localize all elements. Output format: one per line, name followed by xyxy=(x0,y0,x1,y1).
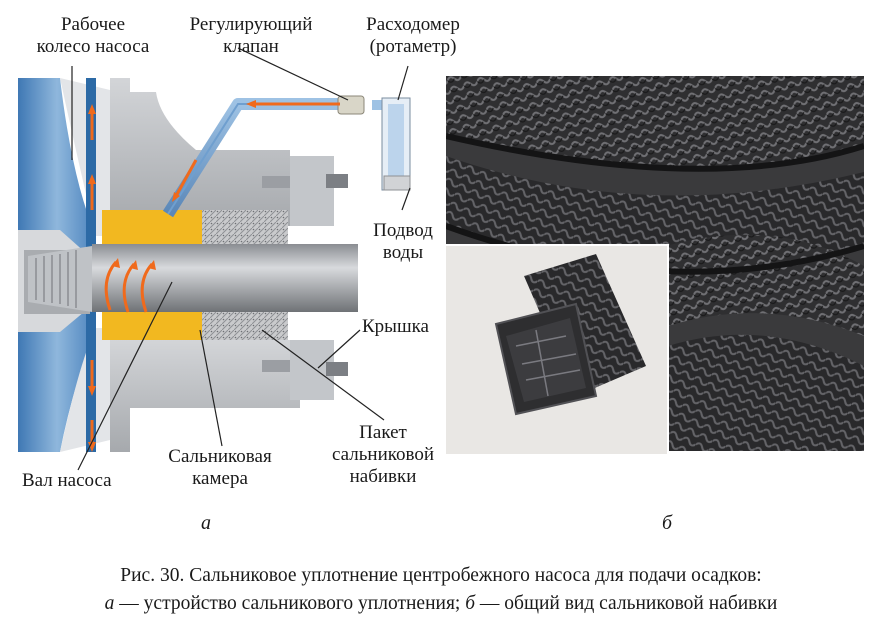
label-cover: Крышка xyxy=(362,316,429,337)
caption-a-text: — устройство сальникового уплотнения; xyxy=(114,593,466,614)
flow-arrows xyxy=(90,102,340,448)
label-valve: Регулирующий клапан xyxy=(176,14,326,58)
packing-cross-section-inset xyxy=(446,244,669,454)
label-chamber: Сальниковая камера xyxy=(160,446,280,490)
label-packing-line3: набивки xyxy=(349,466,417,487)
label-valve-line2: клапан xyxy=(223,36,279,57)
subfig-label-a: а xyxy=(201,512,211,534)
label-packing: Пакет сальниковой набивки xyxy=(328,422,438,488)
label-chamber-line1: Сальниковая xyxy=(168,446,272,467)
label-impeller-line2: колесо насоса xyxy=(36,36,150,57)
figure-caption-line1: Рис. 30. Сальниковое уплотнение центробе… xyxy=(120,565,762,586)
pump-housing xyxy=(110,78,290,226)
subfig-label-b: б xyxy=(662,512,673,534)
label-packing-line2: сальниковой xyxy=(331,444,435,465)
label-flowmeter-line1: Расходомер xyxy=(366,14,460,35)
label-flowmeter-line2: (ротаметр) xyxy=(369,36,457,57)
stuffing-chamber xyxy=(102,210,202,244)
label-water-inlet-line1: Подвод xyxy=(373,220,433,241)
label-impeller: Рабочее колесо насоса xyxy=(24,14,162,58)
label-impeller-line1: Рабочее xyxy=(60,14,126,35)
label-water-inlet: Подвод воды xyxy=(362,220,444,264)
pump-shaft xyxy=(92,244,358,312)
caption-a-marker: а xyxy=(104,593,115,614)
leader-lines xyxy=(71,47,411,471)
packing-set xyxy=(202,210,288,244)
label-valve-line1: Регулирующий xyxy=(189,14,313,35)
label-packing-line1: Пакет xyxy=(359,422,407,443)
caption-b-text: — общий вид сальниковой набивки xyxy=(475,593,778,614)
regulating-valve xyxy=(337,95,365,115)
label-water-inlet-line2: воды xyxy=(382,242,424,263)
label-shaft: Вал насоса xyxy=(22,470,112,491)
label-chamber-line2: камера xyxy=(192,468,248,489)
label-flowmeter: Расходомер (ротаметр) xyxy=(348,14,478,58)
caption-b-marker: б xyxy=(465,593,476,614)
figure-caption-line2: а — устройство сальникового уплотнения; … xyxy=(0,591,882,617)
